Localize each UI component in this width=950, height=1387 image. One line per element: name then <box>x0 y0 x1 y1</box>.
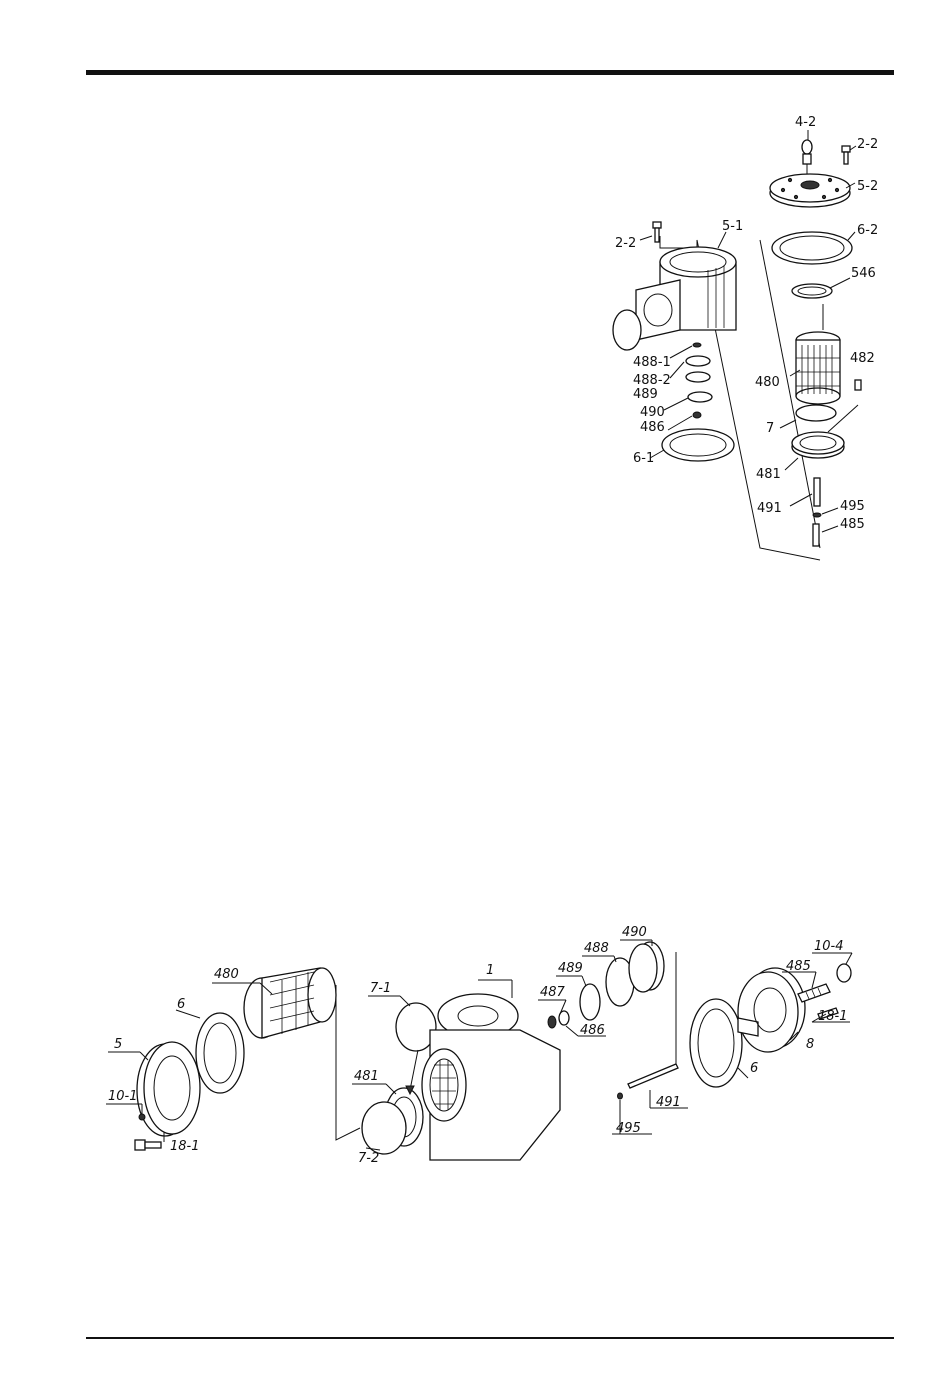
label-480-bottom: 480 <box>214 967 239 982</box>
label-488-bottom: 488 <box>584 941 609 956</box>
rod-491-part-bottom <box>628 1064 678 1088</box>
label-485-bottom: 485 <box>786 959 811 974</box>
bolt-18-1-part <box>135 1140 161 1150</box>
label-487: 487 <box>540 985 566 1000</box>
label-10-4: 10-4 <box>814 939 844 954</box>
label-489-bottom: 489 <box>558 961 583 976</box>
label-6-right: 6 <box>750 1061 758 1076</box>
label-481-bottom: 481 <box>354 1069 379 1084</box>
label-18-1-right: 18-1 <box>818 1009 848 1024</box>
nut-10-4-part <box>837 964 851 982</box>
nut-487-part <box>548 1016 556 1028</box>
label-490-bottom: 490 <box>622 925 647 940</box>
label-7-2: 7-2 <box>358 1151 379 1166</box>
disc-489-part-bottom <box>580 984 600 1020</box>
gasket-6-right-part <box>690 999 742 1087</box>
label-1: 1 <box>486 963 494 978</box>
gasket-6-left-part <box>196 1013 244 1093</box>
o-ring-7-2-part <box>362 1102 406 1154</box>
label-5: 5 <box>114 1037 122 1052</box>
label-495-bottom: 495 <box>616 1121 641 1136</box>
strainer-basket-part-bottom <box>244 968 336 1038</box>
label-8: 8 <box>806 1037 814 1052</box>
housing-part-bottom <box>422 994 560 1160</box>
flange-ring-part <box>137 1042 200 1136</box>
cover-8-part <box>738 968 805 1052</box>
washer-495-part-bottom <box>618 1093 623 1099</box>
spring-485-part <box>798 984 830 1002</box>
label-6-left: 6 <box>177 997 185 1012</box>
label-486-bottom: 486 <box>580 1023 605 1038</box>
disc-490-part-bottom <box>629 942 664 992</box>
nut-10-1-part <box>139 1114 145 1120</box>
label-491-bottom: 491 <box>656 1095 681 1110</box>
label-18-1-left: 18-1 <box>170 1139 200 1154</box>
label-10-1: 10-1 <box>108 1089 138 1104</box>
label-7-1: 7-1 <box>370 981 391 996</box>
